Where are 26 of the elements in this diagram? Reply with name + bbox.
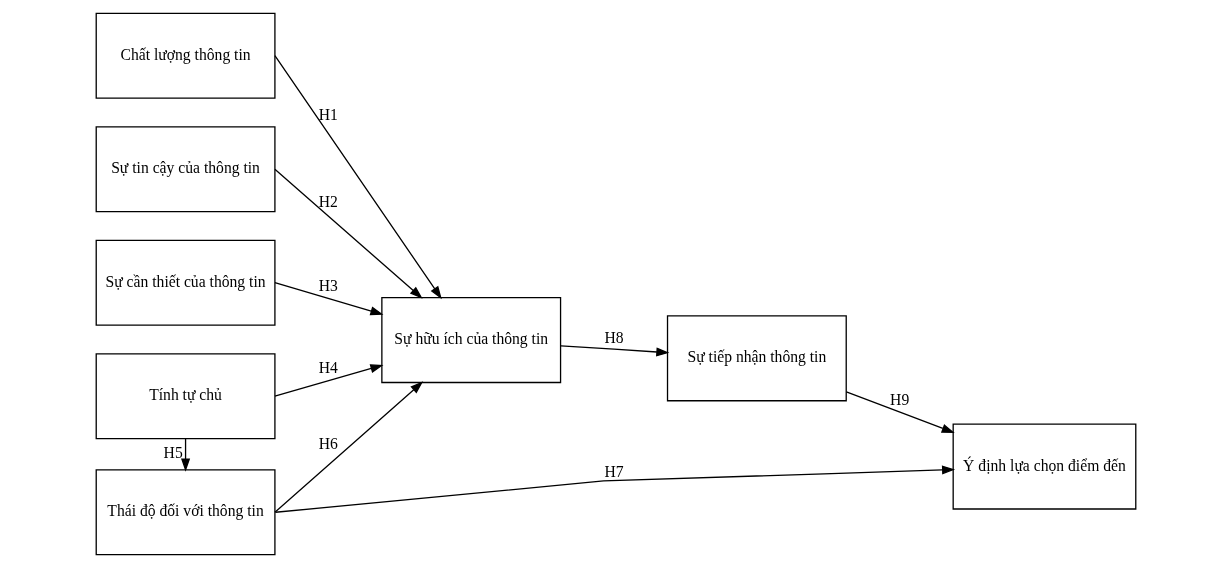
edge-label: H8 <box>603 329 624 347</box>
edge-label: H3 <box>318 277 338 295</box>
arrow <box>273 381 423 513</box>
edge-label: H7 <box>603 462 624 480</box>
node-box: Sự hữu ích của thông tin <box>380 297 561 384</box>
edge-label: H4 <box>318 359 338 377</box>
arrow <box>273 55 442 300</box>
arrow <box>180 438 190 472</box>
arrow <box>845 391 955 433</box>
node-box: Thái độ đối với thông tin <box>95 469 276 556</box>
arrow <box>273 282 383 316</box>
node-box: Ý định lựa chọn điểm đến <box>952 423 1136 510</box>
arrow <box>559 345 669 357</box>
arrow <box>273 168 423 299</box>
arrow <box>273 364 383 397</box>
node-box: Sự tin cậy của thông tin <box>95 126 276 213</box>
edge-label: H5 <box>163 444 183 462</box>
node-box: Tính tự chủ <box>95 353 276 440</box>
edge-label: H1 <box>318 106 338 124</box>
node-box: Chất lượng thông tin <box>95 12 276 99</box>
edge-label: H6 <box>318 435 338 453</box>
node-box: Sự tiếp nhận thông tin <box>666 315 847 402</box>
arrow <box>274 465 955 513</box>
edge-label: H2 <box>318 192 338 210</box>
edge-label: H9 <box>889 390 909 408</box>
node-box: Sự cần thiết của thông tin <box>95 239 276 326</box>
